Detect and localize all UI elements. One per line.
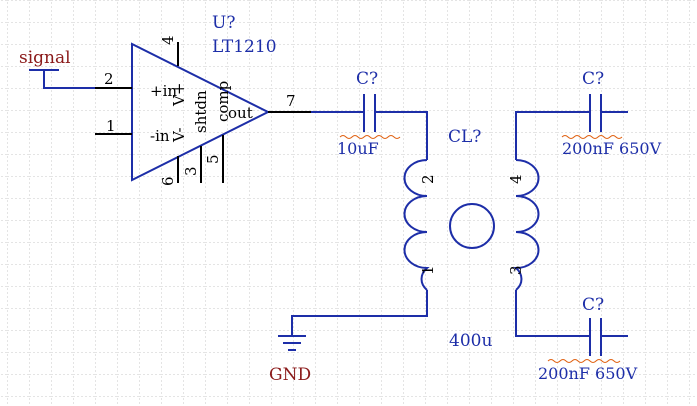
- opamp-pin-label-vminus: V-: [170, 127, 188, 143]
- capacitor-coupling[interactable]: C? 10uF: [311, 69, 428, 160]
- opamp-u[interactable]: U? LT1210 2 1 7 4 6 3 5 +in -in out V+ V…: [95, 13, 311, 186]
- capacitor-top-value: 200nF 650V: [562, 139, 662, 158]
- coupled-inductor[interactable]: CL? 400u 1 2 3 4: [291, 111, 590, 351]
- capacitor-bottom-value: 200nF 650V: [538, 364, 638, 383]
- capacitor-coupling-designator: C?: [356, 69, 378, 89]
- opamp-pin-label-vplus: V+: [170, 83, 188, 107]
- opamp-pin-number-comp: 5: [204, 154, 222, 164]
- opamp-pin-label-in-minus: -in: [150, 127, 170, 145]
- coupled-inductor-pin-2: 2: [419, 174, 437, 184]
- capacitor-bottom[interactable]: C? 200nF 650V: [538, 295, 638, 383]
- opamp-designator: U?: [212, 13, 235, 33]
- opamp-pin-label-in-plus: +in: [150, 82, 177, 100]
- capacitor-coupling-value: 10uF: [337, 139, 379, 158]
- opamp-pin-number-in-plus: 2: [104, 70, 114, 88]
- coupled-inductor-designator: CL?: [448, 127, 481, 147]
- coupled-inductor-value: 400u: [449, 331, 492, 351]
- capacitor-top[interactable]: C? 200nF 650V: [561, 69, 662, 158]
- opamp-pin-number-vplus: 4: [159, 35, 177, 45]
- coupled-inductor-pin-4: 4: [507, 174, 525, 184]
- opamp-pin-label-comp: comp: [214, 81, 232, 122]
- opamp-pin-number-in-minus: 1: [106, 117, 116, 135]
- capacitor-top-designator: C?: [582, 69, 604, 89]
- opamp-pin-number-shtdn: 3: [182, 166, 200, 176]
- opamp-pin-number-vminus: 6: [159, 176, 177, 186]
- coupled-inductor-pin-1: 1: [419, 265, 437, 275]
- ground-label: GND: [269, 365, 311, 385]
- opamp-part-number: LT1210: [212, 37, 277, 57]
- capacitor-bottom-designator: C?: [582, 295, 604, 315]
- opamp-pin-label-out: out: [228, 104, 253, 122]
- opamp-pin-label-shtdn: shtdn: [192, 90, 210, 133]
- coupled-inductor-core-symbol: [449, 203, 495, 249]
- ground-symbol[interactable]: GND: [269, 335, 311, 385]
- signal-port-label: signal: [19, 48, 71, 68]
- opamp-pin-number-out: 7: [286, 92, 296, 110]
- coupled-inductor-pin-3: 3: [507, 265, 525, 275]
